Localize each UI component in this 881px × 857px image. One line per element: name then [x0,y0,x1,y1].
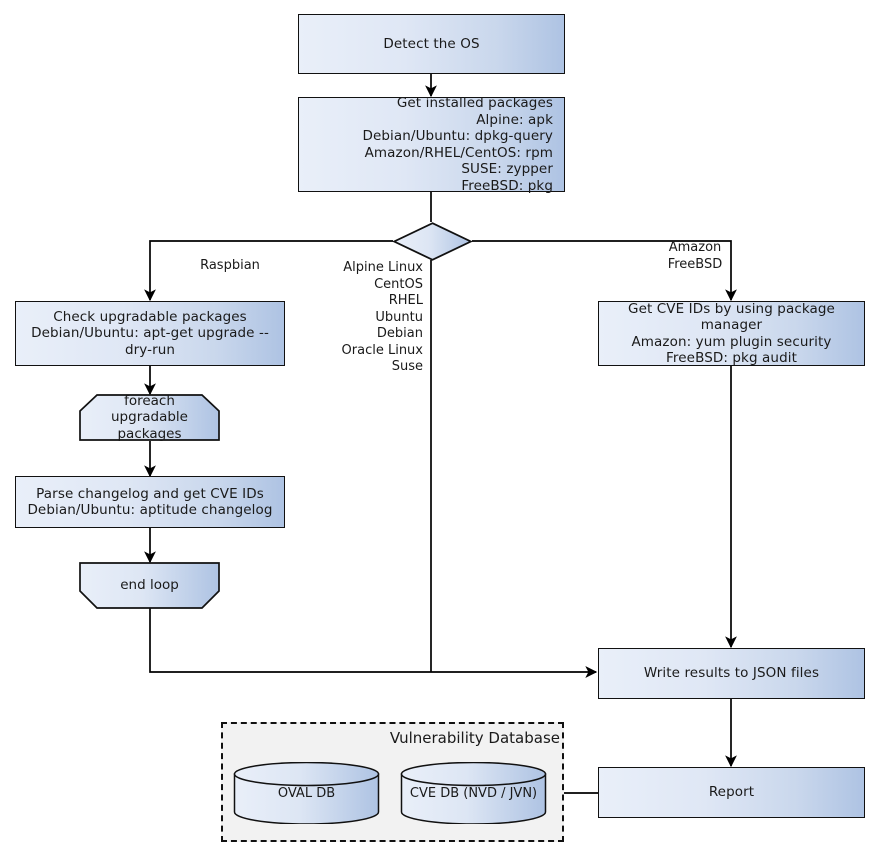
database-cylinder-cve-label: CVE DB (NVD / JVN) [409,785,538,801]
node-parse-changelog-label: Parse changelog and get CVE IDs Debian/U… [27,485,273,519]
node-foreach-loop[interactable]: foreach upgradable packages [79,392,220,442]
node-detect-os[interactable]: Detect the OS [298,14,565,74]
edge-label-center-os-list: Alpine Linux CentOS RHEL Ubuntu Debian O… [341,260,423,374]
node-write-results-label: Write results to JSON files [643,665,820,682]
node-report-label: Report [708,784,755,801]
node-check-upgradable-label: Check upgradable packages Debian/Ubuntu:… [31,308,269,358]
vulnerability-database-title: Vulnerability Database [389,729,560,747]
database-cylinder-oval[interactable]: OVAL DB [233,761,380,825]
node-parse-changelog[interactable]: Parse changelog and get CVE IDs Debian/U… [15,476,285,528]
node-get-cve-ids-label: Get CVE IDs by using package manager Ama… [628,300,835,367]
node-get-cve-ids[interactable]: Get CVE IDs by using package manager Ama… [598,301,865,366]
node-decision-label [393,222,472,261]
node-decision-diamond[interactable] [392,222,473,261]
database-cylinder-cve[interactable]: CVE DB (NVD / JVN) [400,761,547,825]
node-detect-os-label: Detect the OS [383,35,480,52]
node-write-results[interactable]: Write results to JSON files [598,648,865,699]
node-end-loop-label: end loop [120,577,179,594]
edge-label-raspbian: Raspbian [200,258,260,273]
node-check-upgradable[interactable]: Check upgradable packages Debian/Ubuntu:… [15,301,285,366]
database-cylinder-oval-label: OVAL DB [277,785,336,801]
node-get-installed-packages[interactable]: Get installed packages Alpine: apk Debia… [298,95,565,194]
node-report[interactable]: Report [598,767,865,818]
node-get-installed-packages-label: Get installed packages Alpine: apk Debia… [362,95,553,194]
edge-label-amazon-freebsd: Amazon FreeBSD [667,240,723,272]
node-end-loop[interactable]: end loop [79,562,220,609]
node-foreach-loop-label: foreach upgradable packages [111,392,188,442]
edge-endloop-to-write [149,608,598,678]
